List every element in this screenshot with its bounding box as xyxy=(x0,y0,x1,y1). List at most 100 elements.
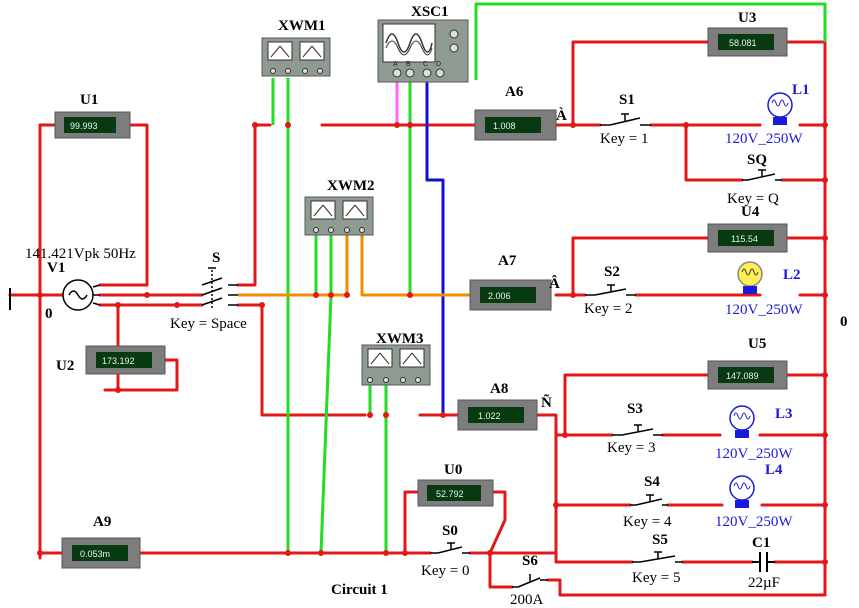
red-wires xyxy=(8,40,827,597)
junction-dot xyxy=(822,559,828,565)
voltmeter-u1: 99.993 xyxy=(54,111,131,139)
junction-dot xyxy=(259,302,265,308)
lamp-l4 xyxy=(729,475,755,508)
key-switch-sq: Key = Q xyxy=(727,191,779,207)
right-node-label: 0 xyxy=(840,314,848,330)
ammeter-a8-reading: 1.022 xyxy=(478,411,501,421)
label-xwm2: XWM2 xyxy=(327,178,375,194)
voltmeter-u5: 147.089 xyxy=(707,360,788,390)
label-xwm3: XWM3 xyxy=(376,331,424,347)
wattmeter-xwm3[interactable] xyxy=(361,344,431,386)
capacitor-c1 xyxy=(752,552,775,572)
rating-l2: 120V_250W xyxy=(725,302,803,318)
junction-dot xyxy=(285,550,291,556)
label-u4: U4 xyxy=(741,204,760,220)
junction-dot xyxy=(822,502,828,508)
switch-s1[interactable] xyxy=(600,113,651,126)
phase-label-c: Ñ xyxy=(541,393,552,411)
junction-dot xyxy=(394,122,400,128)
ammeter-a6-reading: 1.008 xyxy=(493,121,516,131)
voltmeter-u4: 115.54 xyxy=(707,223,788,253)
lamp-l2 xyxy=(737,261,763,294)
lamp-l3 xyxy=(729,405,755,438)
junction-dot xyxy=(822,292,828,298)
source-value: 141.421Vpk 50Hz xyxy=(25,246,136,262)
junction-dot xyxy=(570,122,576,128)
ammeter-a8: 1.022 xyxy=(457,399,538,431)
junction-dot xyxy=(402,550,408,556)
switch-s3[interactable] xyxy=(612,424,663,436)
junction-dot xyxy=(822,432,828,438)
label-xsc1: XSC1 xyxy=(411,4,449,20)
junction-dot xyxy=(115,302,121,308)
osc-terminal-a: A xyxy=(393,61,398,68)
junction-dot xyxy=(822,235,828,241)
switch-s5[interactable] xyxy=(632,551,683,563)
junction-dot xyxy=(822,372,828,378)
label-u1: U1 xyxy=(80,92,98,108)
junction-dot xyxy=(383,412,389,418)
voltmeter-u3: 58.081 xyxy=(707,27,788,57)
label-u5: U5 xyxy=(748,336,766,352)
voltmeter-u5-reading: 147.089 xyxy=(726,371,759,381)
osc-terminal-c: C xyxy=(423,61,428,68)
label-switch-sq: SQ xyxy=(747,152,767,168)
junction-dot xyxy=(367,412,373,418)
phase-label-a: À xyxy=(556,107,567,124)
label-c1: C1 xyxy=(752,535,770,551)
osc-terminal-b: B xyxy=(406,61,411,68)
rating-l1: 120V_250W xyxy=(725,131,803,147)
switch-s6[interactable] xyxy=(512,574,548,588)
circuit-title: Circuit 1 xyxy=(331,582,388,598)
switch-s0[interactable] xyxy=(430,542,470,554)
junction-dot xyxy=(174,302,180,308)
junction-dot xyxy=(115,387,121,393)
switch-s4[interactable] xyxy=(630,494,668,506)
key-switch-s: Key = Space xyxy=(170,316,247,332)
wattmeter-xwm2[interactable] xyxy=(304,196,374,236)
key-switch-s2: Key = 2 xyxy=(584,301,632,317)
label-xwm1: XWM1 xyxy=(278,18,326,34)
junction-dot xyxy=(822,177,828,183)
ammeter-a9-reading: 0.053m xyxy=(80,549,110,559)
voltmeter-u3-reading: 58.081 xyxy=(729,38,757,48)
key-switch-s5: Key = 5 xyxy=(632,570,680,586)
key-switch-s0: Key = 0 xyxy=(421,563,469,579)
voltmeter-u2: 173.192 xyxy=(85,345,166,375)
value-c1: 22µF xyxy=(748,575,780,591)
label-switch-s: S xyxy=(212,250,220,266)
label-u2: U2 xyxy=(56,358,74,374)
ground-node-label: 0 xyxy=(45,306,53,322)
junction-dot xyxy=(683,122,689,128)
label-u3: U3 xyxy=(738,10,756,26)
junction-dot xyxy=(822,122,828,128)
voltmeter-u4-reading: 115.54 xyxy=(731,234,758,244)
label-a8: A8 xyxy=(490,381,508,397)
switch-s2[interactable] xyxy=(585,284,636,296)
label-a6: A6 xyxy=(505,84,524,100)
junction-dot xyxy=(407,122,413,128)
ammeter-a7-reading: 2.006 xyxy=(488,291,511,301)
junction-dot xyxy=(344,292,350,298)
ac-source-v1 xyxy=(62,279,101,311)
ammeter-a6: 1.008 xyxy=(474,109,557,141)
label-l2: L2 xyxy=(783,267,801,283)
phase-label-b: Â xyxy=(549,275,560,292)
junction-dot xyxy=(383,550,389,556)
wattmeter-xwm1[interactable] xyxy=(261,37,331,77)
key-switch-s1: Key = 1 xyxy=(600,131,648,147)
junction-dot xyxy=(570,292,576,298)
label-a7: A7 xyxy=(498,253,517,269)
junction-dot xyxy=(285,122,291,128)
oscilloscope-xsc1[interactable]: A B C D xyxy=(377,19,469,83)
key-switch-s4: Key = 4 xyxy=(623,514,672,530)
voltmeter-u1-reading: 99.993 xyxy=(70,121,98,131)
rating-l4: 120V_250W xyxy=(715,514,793,530)
label-l3: L3 xyxy=(775,406,793,422)
switch-sq[interactable] xyxy=(742,169,782,181)
junction-dots xyxy=(37,122,828,565)
label-switch-s4: S4 xyxy=(644,474,660,490)
voltmeter-u0: 52.792 xyxy=(417,479,494,507)
switch-s[interactable] xyxy=(201,267,238,310)
